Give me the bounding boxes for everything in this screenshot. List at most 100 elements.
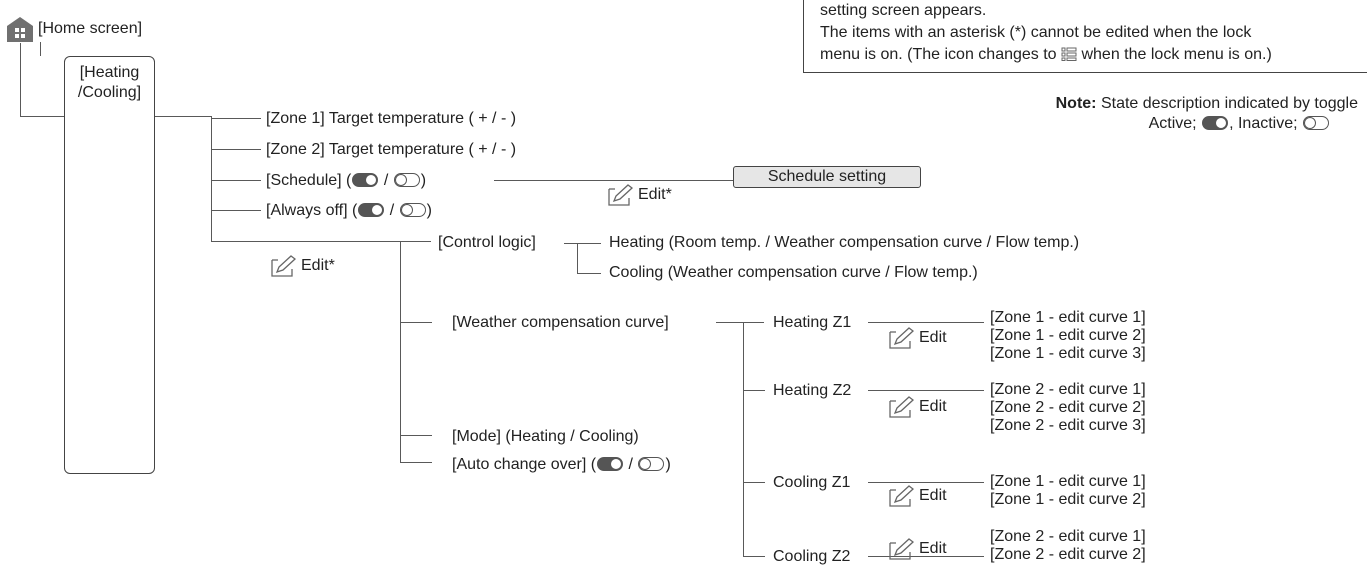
info-line-2: The items with an asterisk (*) cannot be…	[820, 24, 1252, 41]
note-line1: State description indicated by toggle	[1096, 95, 1358, 112]
connector	[400, 241, 401, 463]
toggle-active-icon	[352, 173, 379, 187]
close-paren: )	[420, 172, 427, 189]
connector	[20, 116, 64, 117]
connector	[494, 180, 734, 181]
z2-curve2[interactable]: [Zone 2 - edit curve 2]	[990, 399, 1146, 416]
connector	[40, 42, 41, 56]
home-icon[interactable]	[6, 16, 34, 42]
edit-icon	[889, 538, 915, 560]
heating-z1-edit[interactable]: Edit	[888, 327, 947, 349]
connector	[716, 322, 764, 323]
note-prefix: Note:	[1055, 95, 1097, 112]
info-line-3: menu is on. (The icon changes to when th…	[820, 46, 1272, 63]
cz1-curve2[interactable]: [Zone 1 - edit curve 2]	[990, 491, 1146, 508]
edit-label: Edit	[919, 329, 947, 346]
connector	[743, 556, 765, 557]
z1-curve3[interactable]: [Zone 1 - edit curve 3]	[990, 345, 1146, 362]
heating-cooling-label-1: [Heating	[79, 64, 140, 81]
note: Note: State description indicated by tog…	[1056, 94, 1358, 134]
edit-star-label: Edit*	[301, 257, 335, 274]
z2-curve3[interactable]: [Zone 2 - edit curve 3]	[990, 417, 1146, 434]
lock-menu-icon	[1061, 47, 1077, 61]
edit-label: Edit	[919, 398, 947, 415]
cz2-curve2[interactable]: [Zone 2 - edit curve 2]	[990, 546, 1146, 563]
connector	[20, 43, 21, 117]
toggle-inactive-icon	[638, 457, 665, 471]
slash: /	[624, 456, 638, 473]
connector	[577, 273, 601, 274]
edit-icon	[889, 485, 915, 507]
cooling-z2-edit[interactable]: Edit	[888, 538, 947, 560]
connector	[868, 322, 984, 323]
info-line-1: setting screen appears.	[820, 2, 987, 19]
connector	[564, 243, 578, 244]
toggle-inactive-icon	[399, 203, 426, 217]
connector	[211, 116, 212, 242]
schedule-setting-button[interactable]: Schedule setting	[733, 166, 921, 188]
connector	[577, 243, 578, 274]
zone1-target-item[interactable]: [Zone 1] Target temperature ( + / - )	[266, 110, 517, 127]
auto-change-label: [Auto change over] (	[452, 456, 597, 473]
close-paren: )	[665, 456, 671, 473]
schedule-item[interactable]: [Schedule] ( / )	[266, 171, 426, 191]
connector	[400, 322, 432, 323]
edit-icon	[889, 327, 915, 349]
connector	[743, 322, 744, 557]
heating-z2-edit[interactable]: Edit	[888, 396, 947, 418]
connector	[400, 435, 432, 436]
connector	[211, 149, 261, 150]
heating-cooling-label-2: /Cooling]	[77, 84, 142, 101]
connector	[868, 556, 984, 557]
home-screen-label: [Home screen]	[38, 20, 143, 37]
control-logic-heating[interactable]: Heating (Room temp. / Weather compensati…	[609, 234, 1080, 251]
slash: /	[379, 172, 393, 189]
connector	[211, 180, 261, 181]
edit-icon	[608, 184, 634, 206]
connector	[868, 390, 984, 391]
cz1-curve1[interactable]: [Zone 1 - edit curve 1]	[990, 473, 1146, 490]
connector	[155, 116, 212, 117]
z1-curve1[interactable]: [Zone 1 - edit curve 1]	[990, 309, 1146, 326]
weather-curve-item[interactable]: [Weather compensation curve]	[452, 314, 669, 331]
toggle-inactive-icon	[1303, 116, 1329, 130]
connector	[577, 243, 601, 244]
heating-edit[interactable]: Edit*	[270, 255, 335, 277]
connector	[743, 390, 765, 391]
cooling-z1-item[interactable]: Cooling Z1	[773, 474, 851, 491]
note-inactive: , Inactive;	[1229, 115, 1302, 132]
auto-change-over-item[interactable]: [Auto change over] ( / )	[452, 455, 671, 475]
control-logic-cooling[interactable]: Cooling (Weather compensation curve / Fl…	[609, 264, 978, 281]
control-logic-item[interactable]: [Control logic]	[438, 234, 536, 251]
schedule-edit[interactable]: Edit*	[607, 184, 672, 206]
always-off-item[interactable]: [Always off] ( / )	[266, 201, 432, 221]
edit-star-label: Edit*	[638, 186, 672, 203]
edit-icon	[271, 255, 297, 277]
z2-curve1[interactable]: [Zone 2 - edit curve 1]	[990, 381, 1146, 398]
toggle-inactive-icon	[393, 173, 420, 187]
edit-label: Edit	[919, 487, 947, 504]
note-active: Active;	[1148, 115, 1202, 132]
cooling-z2-item[interactable]: Cooling Z2	[773, 548, 851, 565]
connector	[211, 118, 261, 119]
toggle-active-icon	[1202, 116, 1229, 130]
mode-item[interactable]: [Mode] (Heating / Cooling)	[452, 428, 639, 445]
cooling-z1-edit[interactable]: Edit	[888, 485, 947, 507]
connector	[743, 482, 765, 483]
connector	[211, 241, 431, 242]
connector	[211, 210, 261, 211]
info-box: setting screen appears. The items with a…	[803, 0, 1367, 73]
zone2-target-item[interactable]: [Zone 2] Target temperature ( + / - )	[266, 141, 517, 158]
edit-icon	[889, 396, 915, 418]
heating-z2-item[interactable]: Heating Z2	[773, 382, 852, 399]
edit-label: Edit	[919, 540, 947, 557]
cz2-curve1[interactable]: [Zone 2 - edit curve 1]	[990, 528, 1146, 545]
slash: /	[385, 202, 399, 219]
toggle-active-icon	[597, 457, 624, 471]
connector	[400, 462, 432, 463]
close-paren: )	[426, 202, 432, 219]
toggle-active-icon	[358, 203, 385, 217]
z1-curve2[interactable]: [Zone 1 - edit curve 2]	[990, 327, 1146, 344]
heating-cooling-box[interactable]: [Heating /Cooling]	[64, 56, 155, 474]
heating-z1-item[interactable]: Heating Z1	[773, 314, 852, 331]
